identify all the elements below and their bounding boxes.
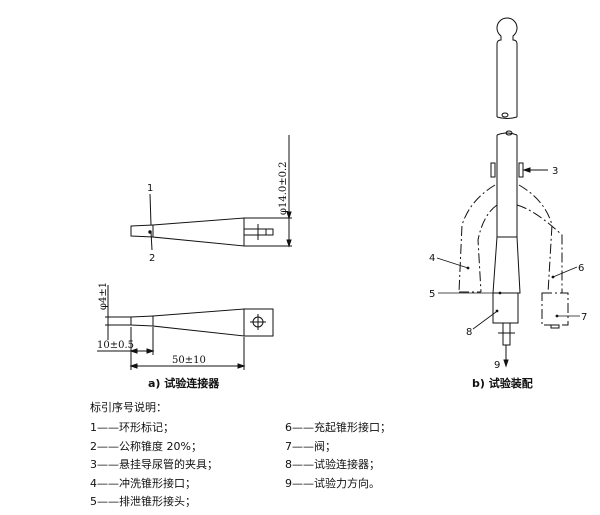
legend-item: 5——排泄锥形接头； (90, 495, 196, 508)
dim-diameter-small: φ4±1 (98, 282, 109, 310)
legend-item: 3——悬挂导尿管的夹具； (90, 458, 218, 471)
legend-item: 7——阀； (285, 439, 336, 453)
callout-lines (436, 257, 580, 330)
label-1: 1 (147, 183, 153, 194)
label-5: 5 (429, 289, 435, 300)
label-9: 9 (494, 360, 500, 371)
label-7: 7 (581, 312, 587, 323)
dim-length-total: 50±10 (172, 355, 206, 366)
caption-b: b) 试验装配 (472, 376, 533, 390)
label-8: 8 (466, 327, 472, 338)
dim-diameter-large: φ14.0±0.2 (278, 161, 289, 215)
legend-item: 6——充起锥形接口； (285, 421, 391, 434)
dim-length-tip: 10±0.5 (97, 340, 134, 351)
connector-top-view (97, 285, 274, 370)
label-4: 4 (429, 253, 435, 264)
legend-item: 8——试验连接器； (285, 458, 380, 471)
legend-item: 2——公称锥度 20%； (90, 439, 202, 453)
legend-item: 4——冲洗锥形接口； (90, 476, 196, 490)
legend-title: 标引序号说明： (90, 401, 167, 414)
label-2: 2 (149, 253, 155, 264)
label-3: 3 (552, 166, 558, 177)
legend-item: 1——环形标记； (90, 421, 174, 434)
connector-side-view (130, 135, 292, 251)
label-6: 6 (578, 263, 584, 274)
legend-item: 9——试验力方向。 (285, 476, 380, 490)
catheter-assembly (458, 17, 569, 368)
caption-a: a) 试验连接器 (148, 376, 220, 390)
